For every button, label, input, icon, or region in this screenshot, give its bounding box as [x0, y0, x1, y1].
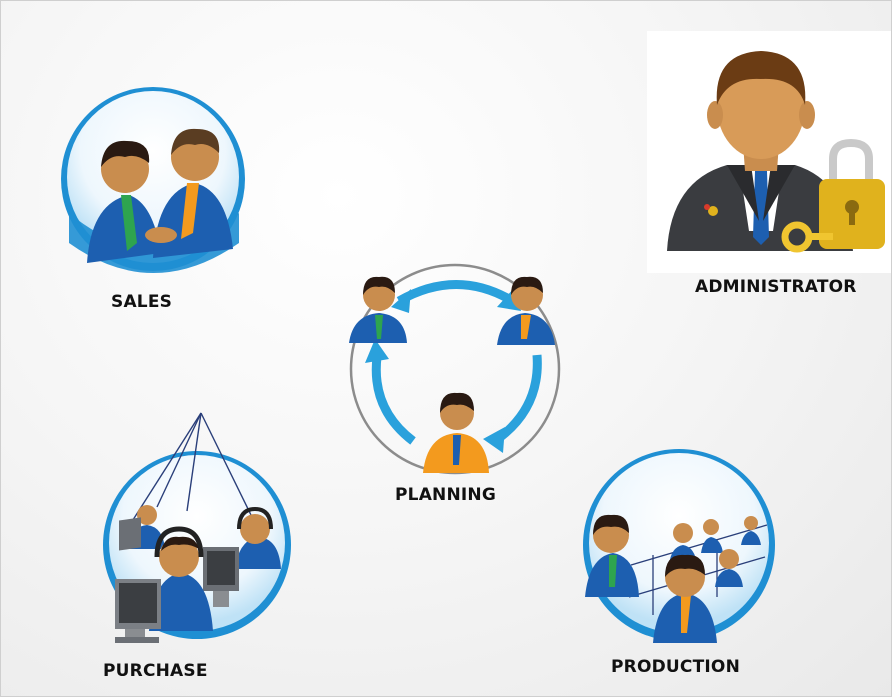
handshake-people-icon	[61, 87, 245, 273]
cycle-people-icon	[349, 263, 561, 475]
sales-module[interactable]: SALES	[57, 83, 257, 315]
production-label: PRODUCTION	[611, 657, 740, 677]
planning-module[interactable]: PLANNING	[345, 259, 565, 509]
administrator-label: ADMINISTRATOR	[695, 277, 857, 297]
purchase-label: PURCHASE	[103, 661, 208, 681]
sales-label: SALES	[111, 292, 173, 312]
call-center-operators-icon	[103, 412, 291, 643]
administrator-module[interactable]: ADMINISTRATOR	[647, 31, 891, 297]
planning-label: PLANNING	[395, 485, 497, 505]
purchase-module[interactable]: PURCHASE	[101, 411, 297, 689]
admin-lock-key-icon	[667, 51, 885, 253]
production-module[interactable]: PRODUCTION	[581, 447, 781, 687]
team-network-icon	[583, 449, 775, 643]
